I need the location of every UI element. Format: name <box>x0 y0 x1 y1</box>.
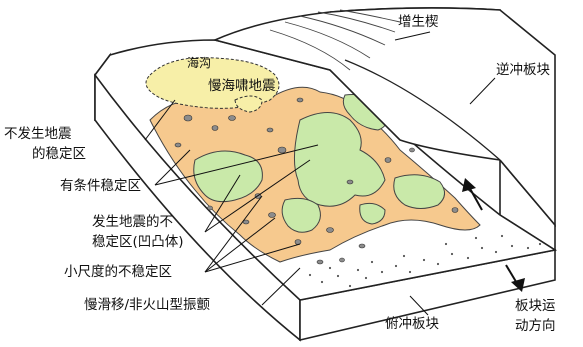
wedge-thrust-lines <box>269 9 401 71</box>
label-overriding-plate: 逆冲板块 <box>496 62 550 78</box>
label-trench: 海沟 <box>187 55 211 70</box>
label-plate-motion-1: 板块运 <box>515 298 556 314</box>
tsunami-earthquake-patch <box>234 95 263 113</box>
tsunami-earthquake-zone <box>145 57 280 109</box>
unstable-zone-small <box>359 202 386 225</box>
label-tsunami-earthquake: 慢海啸地震 <box>208 77 276 94</box>
label-aseismic-stable-1: 不发生地震 <box>4 126 72 142</box>
overriding-motion-arrow <box>462 178 483 211</box>
label-aseismic-stable-2: 的稳定区 <box>32 146 86 162</box>
label-conditional-stable: 有条件稳定区 <box>60 177 141 194</box>
wedge-top-edge <box>329 7 556 228</box>
leader-lines <box>144 31 496 316</box>
label-seismic-unstable-2: 稳定区(凹凸体) <box>92 234 184 250</box>
label-slow-slip-tremor: 慢滑移/非火山型振颤 <box>84 296 211 313</box>
label-seismic-unstable-1: 发生地震的不 <box>92 214 173 230</box>
slow-slip-speckles <box>308 234 542 288</box>
pebbles-small-unstable <box>174 97 459 265</box>
unstable-zone-mid <box>281 197 321 233</box>
label-accretionary-wedge: 增生楔 <box>398 14 439 30</box>
label-plate-motion-2: 动方向 <box>515 318 556 334</box>
unstable-zone-large <box>294 112 386 207</box>
label-small-unstable: 小尺度的不稳定区 <box>64 264 172 280</box>
subducting-motion-arrow <box>505 264 525 292</box>
unstable-zone-right <box>393 174 445 209</box>
overriding-plate-surface <box>344 59 501 161</box>
unstable-zone-left <box>193 150 263 203</box>
label-subducting-plate: 俯冲板块 <box>385 316 439 332</box>
